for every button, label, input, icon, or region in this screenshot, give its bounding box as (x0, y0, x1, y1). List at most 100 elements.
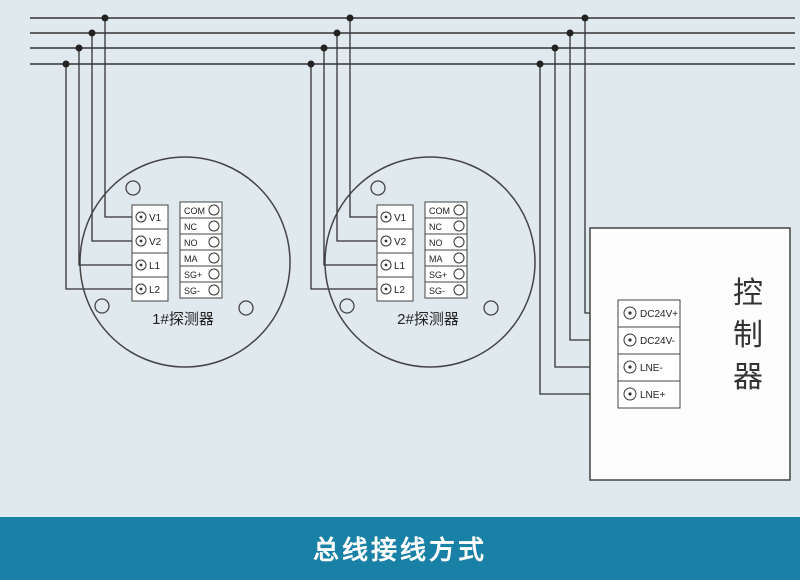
terminal-screw-dot (628, 311, 632, 315)
controller-label: 控 制 器 (733, 277, 763, 394)
terminal-screw-icon (453, 204, 465, 216)
terminal-screw-dot (384, 239, 388, 243)
detector-1-wires (62, 14, 132, 290)
terminal-screw-icon (453, 268, 465, 280)
footer-title: 总线接线方式 (312, 535, 487, 565)
terminal-screw-dot (384, 215, 388, 219)
terminal-label: L2 (149, 285, 161, 296)
terminal-label: SG+ (429, 270, 447, 280)
terminal-label: SG+ (184, 270, 202, 280)
terminal-screw-dot (139, 287, 143, 291)
terminal-label: L1 (394, 261, 406, 272)
wire (349, 18, 377, 218)
wire (65, 64, 132, 290)
terminal-row: L2 (131, 276, 169, 302)
terminal-label: V2 (149, 237, 162, 248)
terminal-row: L2 (376, 276, 414, 302)
junction-dot (75, 44, 83, 52)
junction-dot (566, 29, 574, 37)
junction-dot (581, 14, 589, 22)
wire (91, 33, 132, 242)
terminal-label: MA (429, 254, 443, 264)
terminal-screw-dot (384, 287, 388, 291)
terminal-label: DC24V- (640, 336, 675, 347)
terminal-screw-icon (453, 236, 465, 248)
junction-dot (536, 60, 544, 68)
terminal-label: COM (184, 206, 205, 216)
terminal-label: V1 (149, 213, 162, 224)
relay-terminal-row: SG+ (179, 265, 223, 283)
terminal-screw-dot (139, 239, 143, 243)
terminal-label: L1 (149, 261, 161, 272)
junction-dot (320, 44, 328, 52)
terminal-screw-icon (453, 284, 465, 296)
junction-dot (551, 44, 559, 52)
terminal-screw-icon (208, 236, 220, 248)
wire (78, 48, 132, 266)
relay-terminal-row: NO (179, 233, 223, 251)
bus-lines (30, 17, 795, 65)
terminal-row: DC24V- (617, 326, 681, 355)
wiring-diagram: V1 V2 L1 L2 COM (30, 14, 795, 481)
controller: DC24V+ DC24V- LNE- LNE+ 控 (589, 227, 791, 481)
terminal-label: V2 (394, 237, 407, 248)
terminal-label: SG- (429, 286, 445, 296)
terminal-screw-icon (208, 268, 220, 280)
wire (104, 18, 132, 218)
terminal-screw-icon (208, 284, 220, 296)
wire (323, 48, 377, 266)
terminal-label: L2 (394, 285, 406, 296)
detector-1-label: 1#探测器 (152, 311, 214, 328)
detector-2-label: 2#探测器 (397, 311, 459, 328)
relay-terminal-row: COM (424, 201, 468, 219)
detector-1: V1 V2 L1 L2 COM (79, 156, 291, 368)
terminal-label: V1 (394, 213, 407, 224)
terminal-screw-icon (453, 220, 465, 232)
terminal-screw-dot (628, 365, 632, 369)
terminal-screw-dot (628, 392, 632, 396)
controller-label-char: 器 (733, 361, 763, 394)
terminal-screw-dot (139, 263, 143, 267)
relay-terminal-row: SG- (424, 281, 468, 299)
terminal-label: SG- (184, 286, 200, 296)
terminal-screw-icon (208, 204, 220, 216)
junction-dot (62, 60, 70, 68)
terminal-label: NC (429, 222, 442, 232)
relay-terminal-row: NO (424, 233, 468, 251)
terminal-label: NO (429, 238, 443, 248)
terminal-row: V1 (376, 204, 414, 230)
terminal-screw-dot (139, 215, 143, 219)
relay-terminal-row: NC (424, 217, 468, 235)
terminal-screw-dot (384, 263, 388, 267)
terminal-label: COM (429, 206, 450, 216)
controller-label-char: 控 (733, 277, 763, 310)
mounting-hole (94, 298, 110, 314)
terminal-label: NO (184, 238, 198, 248)
terminal-screw-icon (453, 252, 465, 264)
relay-terminal-row: SG+ (424, 265, 468, 283)
terminal-row: V2 (376, 228, 414, 254)
terminal-label: LNE- (640, 363, 663, 374)
wire (336, 33, 377, 242)
mounting-hole (483, 300, 499, 316)
relay-terminal-row: NC (179, 217, 223, 235)
mounting-hole (370, 180, 386, 196)
junction-dot (346, 14, 354, 22)
terminal-row: DC24V+ (617, 299, 681, 328)
mounting-hole (339, 298, 355, 314)
junction-dot (333, 29, 341, 37)
junction-dot (307, 60, 315, 68)
terminal-label: MA (184, 254, 198, 264)
detector-1-body (79, 156, 291, 368)
relay-terminal-row: MA (424, 249, 468, 267)
relay-terminal-row: COM (179, 201, 223, 219)
footer-banner: 总线接线方式 (0, 517, 800, 580)
detector-2-wires (307, 14, 377, 290)
wire (310, 64, 377, 290)
terminal-row: LNE+ (617, 380, 681, 409)
terminal-label: DC24V+ (640, 309, 678, 320)
terminal-screw-dot (628, 338, 632, 342)
junction-dot (88, 29, 96, 37)
terminal-row: V2 (131, 228, 169, 254)
